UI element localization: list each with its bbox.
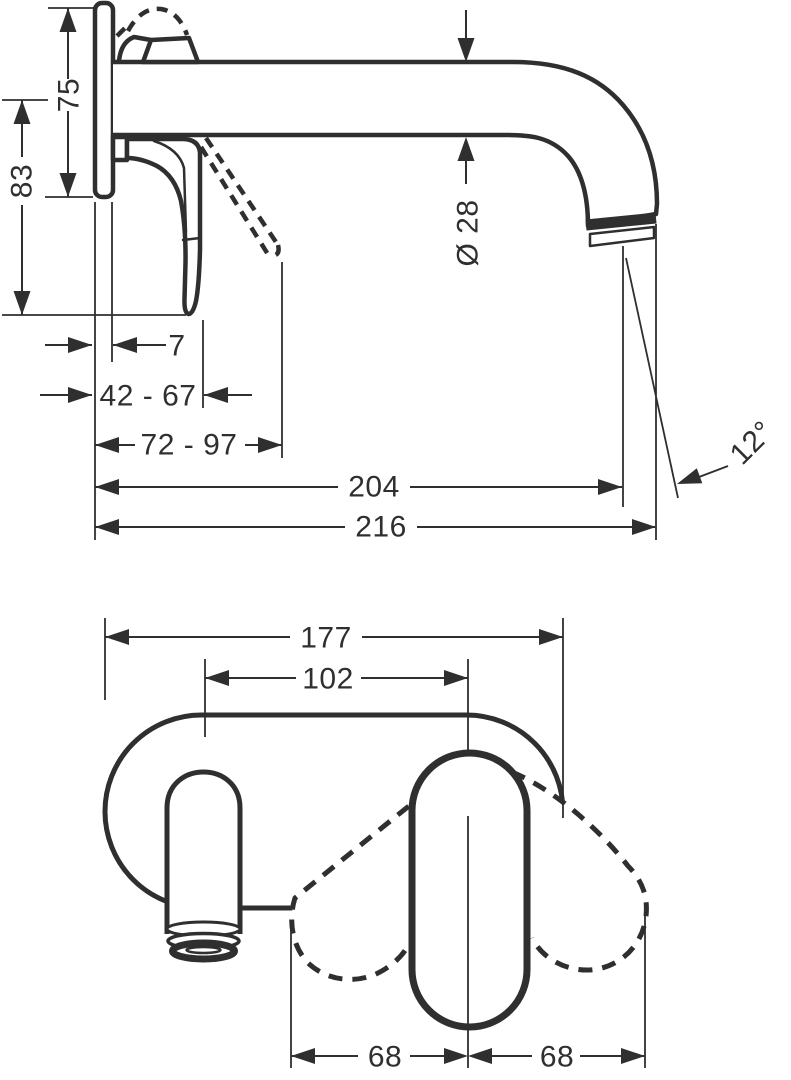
- dim-spout-handle-distance-label: 102: [302, 663, 354, 696]
- side-view: 75 83 7 42 - 67 72 - 97 204 216 Ø 28 12°: [2, 0, 780, 544]
- spout-front-outline: [164, 769, 243, 934]
- handle-swing-side-dashed: [199, 136, 280, 258]
- dim-plate-depth-label: 7: [168, 330, 185, 363]
- dim-spout-diameter-label: Ø 28: [452, 199, 485, 266]
- dim-swing-left-label: 68: [368, 1041, 402, 1074]
- handle-front-outline: [408, 749, 531, 1031]
- dim-plate-width-label: 177: [300, 622, 352, 655]
- spout-aerator-ring: [588, 225, 656, 248]
- dim-range-outer-label: 72 - 97: [141, 429, 238, 462]
- handle-swing-side-tip-dashed: [268, 244, 281, 259]
- lever-pivot-outline: [116, 34, 154, 64]
- spout-aerator-band: [585, 212, 657, 231]
- front-view: 177 102 68 68: [102, 618, 649, 1074]
- dim-spray-angle-label: 12°: [724, 415, 780, 471]
- dim-swing-right-label: 68: [540, 1041, 574, 1074]
- aerator-opening: [185, 945, 222, 955]
- lever-top-outline: [140, 35, 201, 65]
- spout-side-outline: [110, 59, 660, 229]
- handle-swing-left-dashed: [289, 774, 448, 982]
- front-extension-lines: [104, 618, 646, 1068]
- dim-total-projection-label: 216: [355, 511, 407, 544]
- dim-handle-drop-label: 83: [6, 164, 39, 198]
- dim-range-inner-label: 42 - 67: [100, 380, 197, 413]
- front-dimension-lines: [105, 636, 645, 1057]
- dim-spout-reach-label: 204: [348, 471, 400, 504]
- handle-side-detail: [152, 139, 202, 242]
- handle-swing-right-dashed: [511, 769, 649, 973]
- dim-plate-height-label: 75: [53, 78, 86, 112]
- wall-plate-outline: [92, 0, 116, 200]
- handle-side-outline: [124, 136, 203, 317]
- lever-raised-dashed: [115, 6, 190, 38]
